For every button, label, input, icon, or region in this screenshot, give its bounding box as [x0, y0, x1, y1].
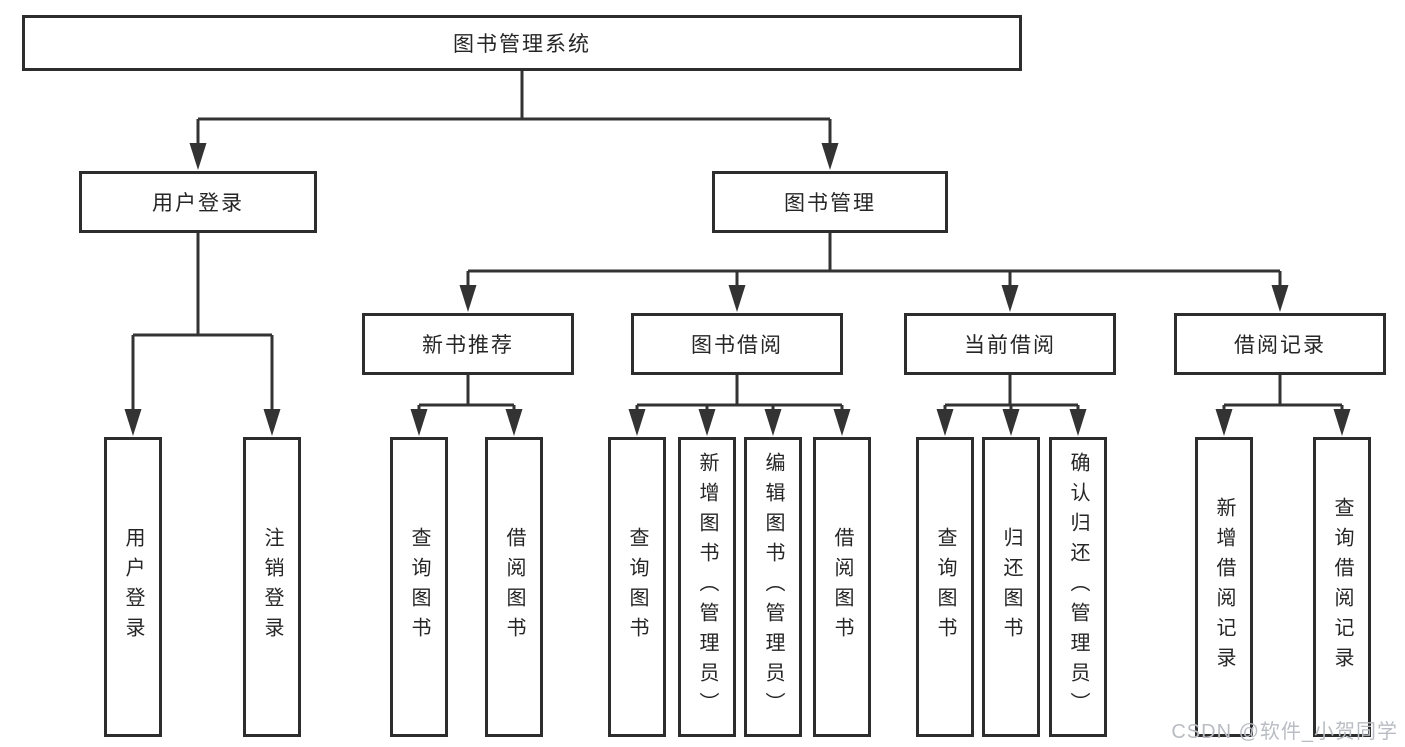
node-book-management: 图书管理 [712, 171, 948, 233]
leaf-user-login: 用户登录 [104, 437, 162, 737]
node-label: 注销登录 [261, 527, 283, 647]
node-library-system-root: 图书管理系统 [22, 15, 1022, 71]
csdn-watermark: CSDN @软件_小贺同学 [1171, 721, 1398, 743]
leaf-query-book-current: 查询图书 [916, 437, 974, 737]
leaf-borrow-book: 借阅图书 [813, 437, 871, 737]
leaf-query-borrow-record: 查询借阅记录 [1313, 437, 1371, 737]
node-label: 图书管理系统 [453, 33, 591, 56]
leaf-confirm-return-admin: 确认归还（管理员） [1049, 437, 1107, 737]
node-label: 新增图书（管理员） [696, 452, 718, 722]
node-label: 新书推荐 [422, 334, 514, 357]
node-borrow-record: 借阅记录 [1174, 313, 1386, 375]
node-label: 用户登录 [122, 527, 144, 647]
leaf-logout: 注销登录 [243, 437, 301, 737]
leaf-add-book-admin: 新增图书（管理员） [678, 437, 736, 737]
node-label: 查询图书 [408, 527, 430, 647]
node-label: 当前借阅 [964, 334, 1056, 357]
node-label: 查询图书 [626, 527, 648, 647]
node-label: 图书管理 [784, 192, 876, 215]
leaf-add-borrow-record: 新增借阅记录 [1195, 437, 1253, 737]
node-label: 新增借阅记录 [1213, 497, 1235, 677]
leaf-query-book-borrow: 查询图书 [608, 437, 666, 737]
node-book-borrow: 图书借阅 [631, 313, 843, 375]
node-label: 用户登录 [152, 192, 244, 215]
node-label: 确认归还（管理员） [1067, 452, 1089, 722]
node-label: 查询图书 [934, 527, 956, 647]
node-label: 借阅图书 [503, 527, 525, 647]
leaf-borrow-book-recommend: 借阅图书 [485, 437, 543, 737]
node-user-login: 用户登录 [79, 171, 317, 233]
node-label: 借阅记录 [1234, 334, 1326, 357]
node-new-book-recommend: 新书推荐 [362, 313, 574, 375]
node-label: 借阅图书 [831, 527, 853, 647]
leaf-return-book: 归还图书 [982, 437, 1040, 737]
node-label: 查询借阅记录 [1331, 497, 1353, 677]
node-label: 图书借阅 [691, 334, 783, 357]
node-current-borrow: 当前借阅 [904, 313, 1116, 375]
node-label: 编辑图书（管理员） [762, 452, 784, 722]
leaf-query-book-recommend: 查询图书 [390, 437, 448, 737]
leaf-edit-book-admin: 编辑图书（管理员） [744, 437, 802, 737]
node-label: 归还图书 [1000, 527, 1022, 647]
